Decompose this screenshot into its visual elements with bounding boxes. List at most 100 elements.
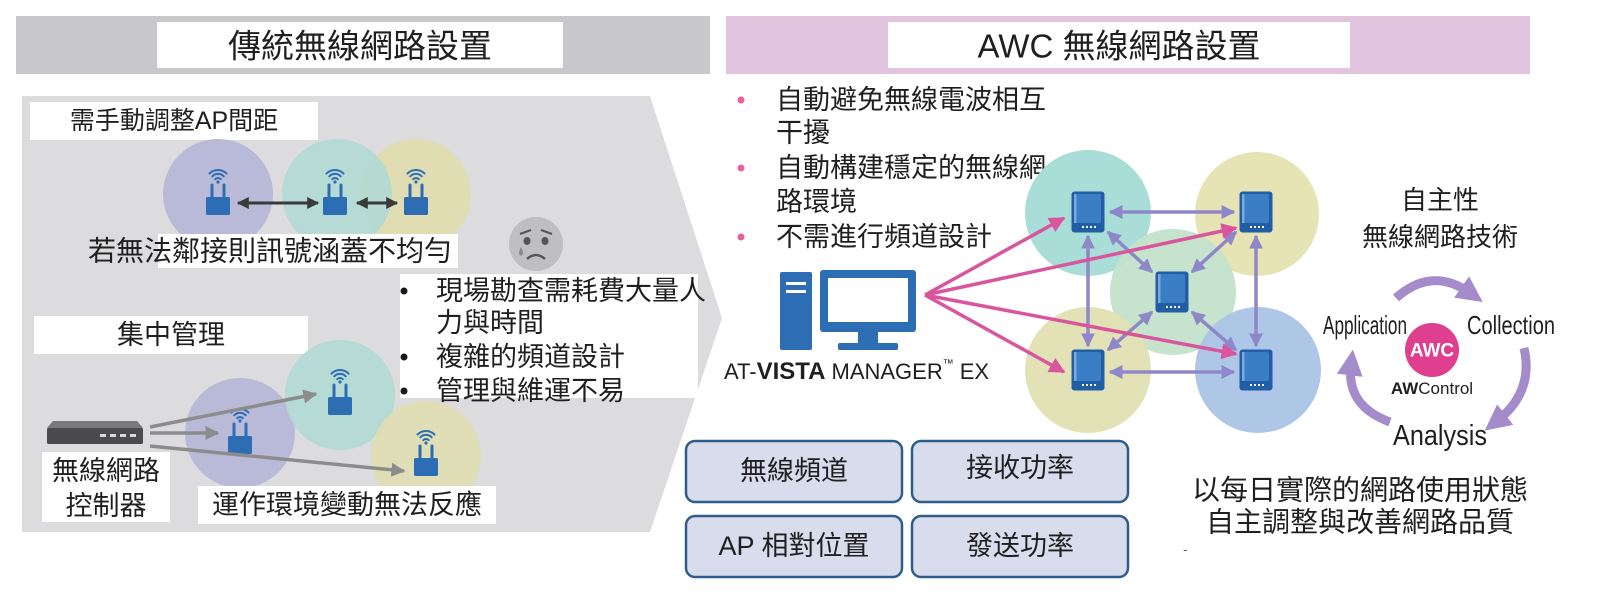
access-point-icon xyxy=(1240,192,1273,233)
control-arrow xyxy=(149,389,318,429)
coverage-circle-yellow xyxy=(371,401,481,511)
bullet-dot xyxy=(737,233,745,241)
cycle-step-collection: Collection xyxy=(1467,310,1555,340)
autonomy-line: 自主性 xyxy=(1401,185,1479,215)
coverage-circle-teal xyxy=(282,139,392,249)
manager-control-arrow xyxy=(924,293,1238,360)
central-management-label-box xyxy=(34,316,308,354)
brow-right xyxy=(540,229,553,235)
monitor-base xyxy=(838,343,898,350)
monitor-neck xyxy=(858,332,878,343)
traditional-title: 傳統無線網路設置 xyxy=(228,28,492,65)
benefit-line: 干擾 xyxy=(776,118,830,148)
controller-port xyxy=(110,434,116,437)
manual-spacing-label: 需手動調整AP間距 xyxy=(70,107,278,135)
benefit-line: 路環境 xyxy=(776,187,857,217)
access-point-icon xyxy=(1156,272,1189,313)
manager-prefix: AT- xyxy=(724,359,757,384)
bullet-dot xyxy=(400,353,408,361)
controller-port xyxy=(100,434,106,437)
awcontrol-logo-bold: AW xyxy=(1391,379,1419,398)
benefit-line: 不需進行頻道設計 xyxy=(776,222,992,252)
brow-left xyxy=(519,229,532,235)
feature-box-channel: 無線頻道 xyxy=(684,439,904,504)
awc-title: AWC 無線網路設置 xyxy=(978,28,1261,65)
computer-icon xyxy=(780,270,916,350)
controller-port xyxy=(120,434,126,437)
awc-section: AWC 無線網路設置 自動避免無線電波相互 干擾 自動構建穩定的無線網 路環境 … xyxy=(684,16,1555,579)
awcontrol-logo: AWControl xyxy=(1391,379,1473,398)
no-response-note-box xyxy=(198,486,496,524)
cycle-arrow xyxy=(1393,276,1483,303)
autonomy-line: 無線網路技術 xyxy=(1362,222,1518,252)
awcontrol-logo-rest: Control xyxy=(1418,379,1473,398)
feature-box-frame xyxy=(684,514,904,579)
feature-box-frame xyxy=(910,439,1130,504)
coverage-circle-purple xyxy=(185,378,295,488)
bullet-dot xyxy=(400,387,408,395)
feature-box-frame xyxy=(684,439,904,504)
control-arrow xyxy=(149,444,406,477)
access-point-icon xyxy=(1072,192,1105,233)
controller-port xyxy=(130,434,136,437)
tower-slot xyxy=(786,290,806,293)
awc-badge-label: AWC xyxy=(1410,341,1455,362)
manager-suffix: EX xyxy=(960,359,990,384)
coverage-circle-purple xyxy=(163,139,273,249)
eye-right xyxy=(541,237,549,245)
cycle-arrow xyxy=(1484,347,1531,431)
mouth xyxy=(526,253,546,260)
controller-body xyxy=(47,428,143,444)
feature-label: AP 相對位置 xyxy=(718,531,869,561)
bullet-dot xyxy=(737,96,745,104)
coverage-circle-yellow xyxy=(361,139,471,249)
coverage-note: 若無法鄰接則訊號涵蓋不均勻 xyxy=(88,236,452,267)
issues-box xyxy=(400,274,698,398)
sad-face-icon xyxy=(509,217,563,271)
bullet-dot xyxy=(400,287,408,295)
face-circle xyxy=(509,217,563,271)
controller-device-icon xyxy=(47,421,143,444)
controller-label-box xyxy=(42,452,170,522)
cycle-step-application: Application xyxy=(1323,310,1407,340)
feature-box-ap-position: AP 相對位置 xyxy=(684,514,904,579)
manager-brand: VISTA xyxy=(757,358,826,385)
feature-label: 無線頻道 xyxy=(740,456,848,486)
tear xyxy=(519,247,523,256)
cycle-arrow xyxy=(1336,349,1392,427)
awc-badge xyxy=(1405,323,1459,377)
controller-label-line: 無線網路 xyxy=(52,456,160,486)
feature-box-transmit-power: 發送功率 xyxy=(910,514,1130,579)
summary-line: 自主調整與改善網路品質 xyxy=(1206,507,1514,538)
manual-spacing-label-box xyxy=(30,102,318,140)
cycle-step-analysis: Analysis xyxy=(1393,420,1487,452)
no-response-note: 運作環境變動無法反應 xyxy=(212,490,482,520)
issue-line: 現場勘查需耗費大量人 xyxy=(436,276,706,306)
bullet-dot xyxy=(737,164,745,172)
ap-link-arrow xyxy=(1106,310,1154,352)
awc-cycle-diagram: Application Collection Analysis AWC AWCo… xyxy=(1323,276,1555,452)
controller-top xyxy=(47,421,143,428)
feature-box-frame xyxy=(910,514,1130,579)
issue-line: 複雜的頻道設計 xyxy=(436,342,625,372)
benefit-line: 自動構建穩定的無線網 xyxy=(776,153,1046,183)
traditional-title-box xyxy=(157,22,563,68)
manager-trademark: ™ xyxy=(943,358,954,370)
footnote-mark: - xyxy=(1183,541,1188,557)
manager-control-arrow xyxy=(924,293,1066,374)
issue-line: 力與時間 xyxy=(436,308,544,338)
controller-label-line: 控制器 xyxy=(66,491,147,521)
access-point-icon xyxy=(1072,350,1105,391)
traditional-section: 傳統無線網路設置 需手動調整AP間距 若無法鄰接則訊號涵蓋不均勻 現場勘查需耗費… xyxy=(16,16,722,532)
central-management-label: 集中管理 xyxy=(117,320,225,350)
coverage-circle-teal xyxy=(285,340,395,450)
tower-slot xyxy=(786,282,806,285)
manager-control-arrow xyxy=(924,223,1238,297)
coverage-note-box xyxy=(158,234,458,268)
benefit-line: 自動避免無線電波相互 xyxy=(776,85,1046,115)
access-point-icon xyxy=(1240,350,1273,391)
summary-line: 以每日實際的網路使用狀態 xyxy=(1192,475,1528,506)
issue-line: 管理與維運不易 xyxy=(436,376,625,406)
